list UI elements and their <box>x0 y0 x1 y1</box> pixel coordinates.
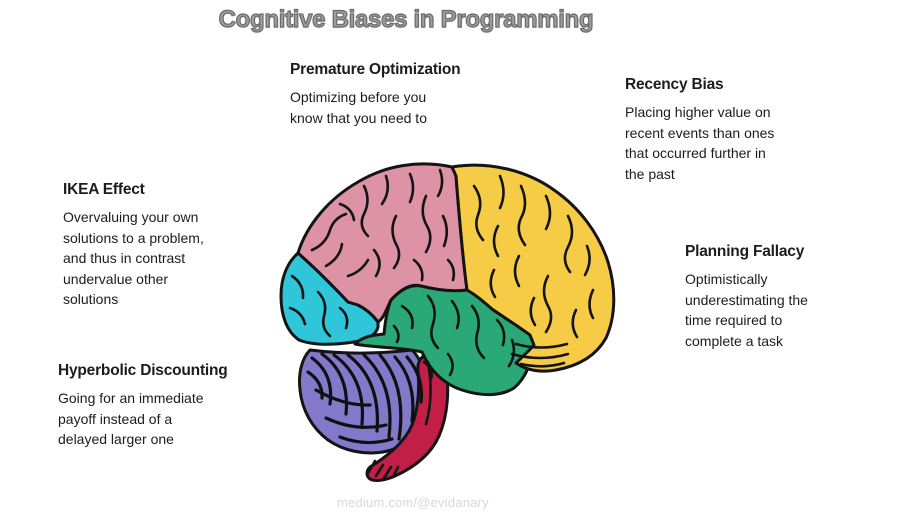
cerebellum-striation-lines <box>306 352 424 445</box>
bias-description: Optimistically underestimating the time … <box>685 271 808 349</box>
brain-svg <box>279 162 616 482</box>
bias-heading: IKEA Effect <box>63 181 145 198</box>
bias-description: Optimizing before you know that you need… <box>290 89 427 126</box>
parietal-gyri-lines <box>310 168 456 282</box>
page-title: Cognitive Biases in Programming <box>218 5 594 33</box>
bias-recency-bias: Recency Bias Placing higher value on rec… <box>625 76 835 184</box>
bias-hyperbolic-discounting: Hyperbolic Discounting Going for an imme… <box>58 362 288 450</box>
bias-heading: Recency Bias <box>625 76 724 93</box>
bias-heading: Planning Fallacy <box>685 243 805 260</box>
brain-illustration <box>278 158 638 493</box>
bias-premature-optimization: Premature Optimization Optimizing before… <box>290 61 520 128</box>
occipital-gyri-lines <box>288 274 349 338</box>
bias-description: Overvaluing your own solutions to a prob… <box>63 209 204 307</box>
bias-heading: Hyperbolic Discounting <box>58 362 228 379</box>
bias-ikea-effect: IKEA Effect Overvaluing your own solutio… <box>63 181 278 310</box>
brainstem-detail-lines <box>366 360 432 480</box>
bias-heading: Premature Optimization <box>290 61 461 78</box>
bias-description: Placing higher value on recent events th… <box>625 104 775 182</box>
bias-planning-fallacy: Planning Fallacy Optimistically underest… <box>685 243 880 351</box>
bias-description: Going for an immediate payoff instead of… <box>58 390 204 447</box>
temporal-gyri-lines <box>392 294 516 381</box>
watermark-url: medium.com/@evidanary <box>337 495 489 510</box>
frontal-gyri-lines <box>472 174 595 368</box>
